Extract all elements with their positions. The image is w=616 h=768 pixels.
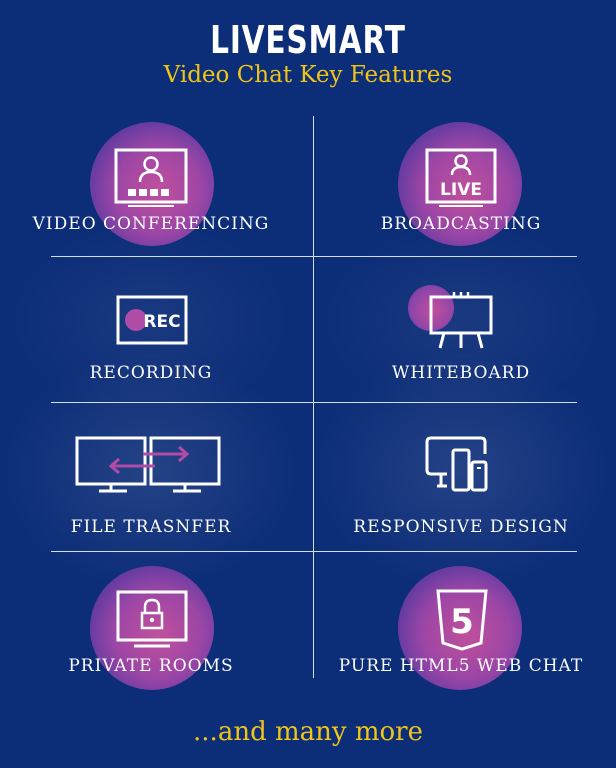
feature-broadcasting: LIVE BROADCASTING [330, 116, 592, 256]
feature-file-transfer: FILE TRASNFER [20, 403, 282, 551]
feature-label: FILE TRASNFER [70, 517, 232, 537]
feature-label: BROADCASTING [380, 214, 542, 234]
grid-row-divider [51, 256, 577, 257]
rec-icon-text: REC [143, 312, 180, 332]
feature-label: PURE HTML5 WEB CHAT [338, 656, 584, 676]
feature-html5-web-chat: 5 PURE HTML5 WEB CHAT [330, 552, 592, 690]
many-more-text: ...and many more [193, 717, 423, 747]
grid-row-divider [51, 551, 577, 552]
page-subtitle: Video Chat Key Features [163, 62, 453, 88]
highlight-circle [90, 122, 214, 246]
feature-whiteboard: WHITEBOARD [330, 257, 592, 402]
feature-recording: REC RECORDING [20, 257, 282, 402]
live-broadcast-icon: LIVE [425, 148, 497, 207]
html5-icon: 5 [436, 589, 488, 651]
live-icon-text: LIVE [440, 180, 482, 200]
feature-label: WHITEBOARD [391, 363, 531, 383]
feature-label: VIDEO CONFERENCING [32, 214, 270, 234]
feature-responsive-design: RESPONSIVE DESIGN [330, 403, 592, 551]
locked-screen-icon [116, 590, 188, 648]
feature-private-rooms: PRIVATE ROOMS [20, 552, 282, 690]
whiteboard-icon [429, 292, 493, 349]
feature-label: RESPONSIVE DESIGN [353, 517, 569, 537]
highlight-circle [398, 122, 522, 246]
feature-video-conferencing: VIDEO CONFERENCING [20, 116, 282, 256]
video-conferencing-icon [114, 148, 188, 207]
grid-row-divider [51, 402, 577, 403]
grid-vertical-divider [313, 116, 314, 678]
feature-label: PRIVATE ROOMS [68, 656, 234, 676]
file-transfer-icon [75, 436, 221, 493]
html5-icon-text: 5 [450, 602, 474, 642]
brand-title: LIVESMART [210, 18, 406, 62]
highlight-circle [398, 566, 522, 690]
responsive-devices-icon [425, 436, 488, 492]
feature-label: RECORDING [89, 363, 213, 383]
recording-icon: REC [116, 295, 188, 345]
